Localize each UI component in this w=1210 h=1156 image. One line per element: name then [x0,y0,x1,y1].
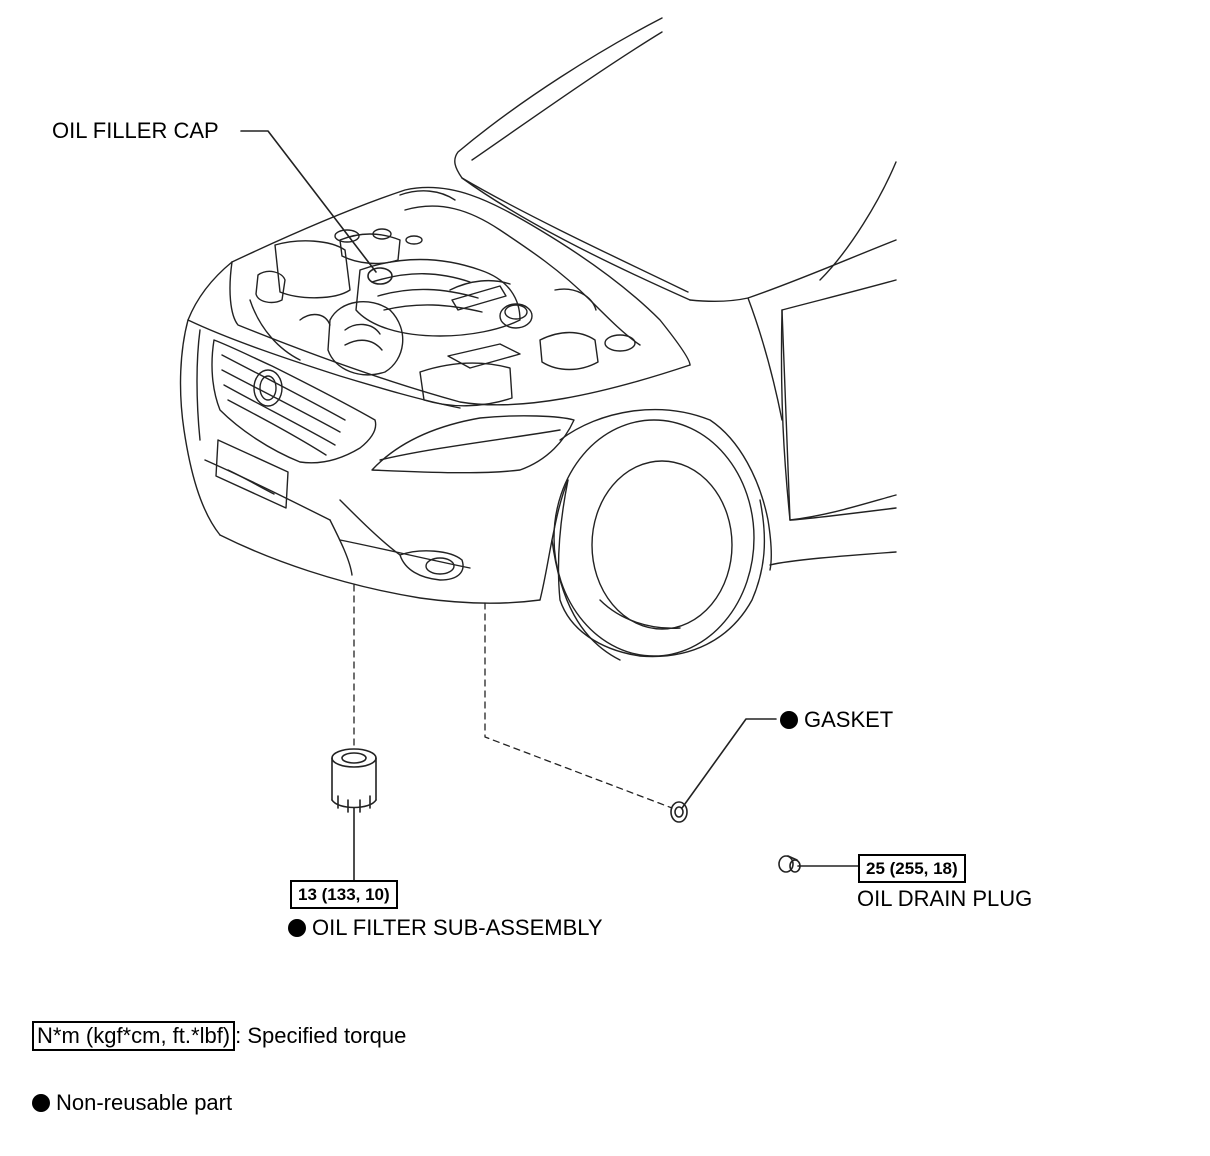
non-reusable-dot-icon [32,1094,50,1112]
gasket-label: GASKET [780,709,893,731]
oil-filter-part [331,748,377,813]
oil-filler-cap-part [367,267,393,285]
gasket-label-text: GASKET [804,707,894,732]
oil-drain-plug-part [778,855,801,873]
toyota-emblem-icon [253,369,283,407]
headlight [371,415,575,474]
hood-outline [454,17,897,303]
non-reusable-dot-icon [780,711,798,729]
license-plate [215,439,289,509]
oil-filter-label: OIL FILTER SUB-ASSEMBLY [288,917,603,939]
oil-filter-label-text: OIL FILTER SUB-ASSEMBLY [312,915,603,940]
engine-components [249,228,636,407]
front-wheel [551,408,773,661]
gasket-leader [681,718,777,809]
front-bumper [179,261,569,604]
car-body-side [747,161,897,566]
non-reusable-dot-icon [288,919,306,937]
oil-filler-cap-leader [240,130,377,273]
drain-plug-location-dashed-line [484,602,673,809]
torque-legend-desc: : Specified torque [235,1023,407,1048]
oil-drain-plug-torque-box: 25 (255, 18) [858,854,966,883]
gasket-part [670,801,688,823]
oil-filter-torque-box: 13 (133, 10) [290,880,398,909]
torque-legend: N*m (kgf*cm, ft.*lbf): Specified torque [32,1021,406,1051]
non-reusable-legend-text: Non-reusable part [56,1090,233,1115]
oil-filler-cap-label: OIL FILLER CAP [52,118,219,143]
fog-light [339,539,471,581]
oil-drain-plug-label: OIL DRAIN PLUG [857,886,1033,911]
non-reusable-legend: Non-reusable part [32,1092,232,1114]
front-grille [211,339,377,464]
engine-bay-outline [229,186,691,406]
torque-unit-box: N*m (kgf*cm, ft.*lbf) [32,1021,236,1051]
